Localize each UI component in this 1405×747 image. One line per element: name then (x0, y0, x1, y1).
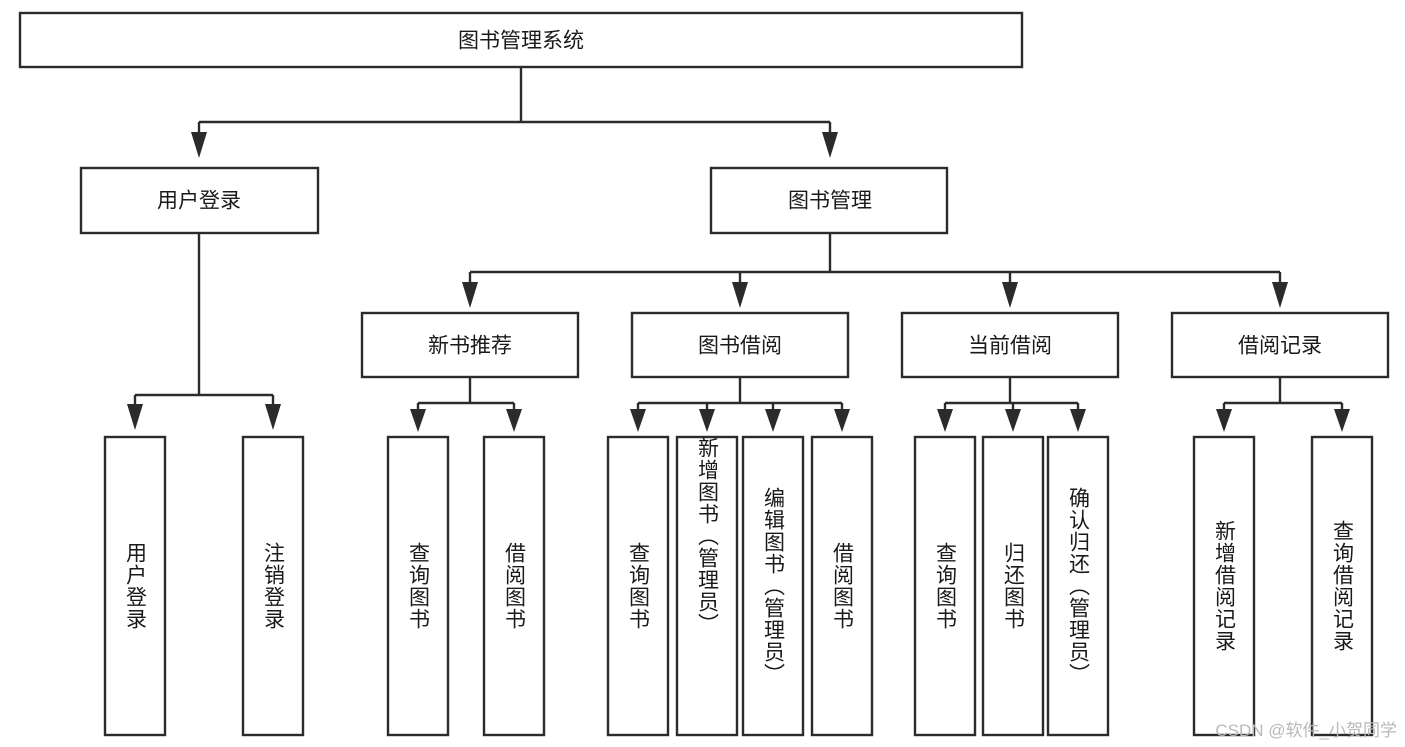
arrow-bb-leaf-1 (630, 409, 646, 432)
node-leaf-user-login-box[interactable] (103, 435, 167, 737)
node-leaf-confirm-return-box[interactable] (1046, 435, 1110, 737)
connector-group-book-management (462, 233, 1288, 308)
node-leaf-query-borrow-record-box[interactable] (1310, 435, 1374, 737)
node-new-book-recommend-box[interactable] (360, 311, 580, 379)
connector-group-borrow-record (1216, 377, 1350, 432)
node-book-management-box[interactable] (709, 166, 949, 235)
arrow-bm-to-borrow-record (1272, 282, 1288, 308)
node-root-label: 图书管理系统 (458, 30, 584, 53)
node-leaf-return-book-box[interactable] (981, 435, 1045, 737)
arrow-root-to-user-login (191, 132, 207, 158)
arrow-bb-leaf-4 (834, 409, 850, 432)
arrow-user-login-leaf-1 (127, 404, 143, 430)
node-leaf-edit-book-box[interactable] (741, 435, 805, 737)
node-book-management-label: 图书管理 (788, 190, 872, 213)
connector-group-book-borrow (630, 377, 850, 432)
arrow-cb-leaf-1 (937, 409, 953, 432)
node-book-borrow-box[interactable] (630, 311, 850, 379)
arrow-cb-leaf-2 (1005, 409, 1021, 432)
arrow-nbr-leaf-2 (506, 409, 522, 432)
arrow-cb-leaf-3 (1070, 409, 1086, 432)
arrow-bm-to-current-borrow (1002, 282, 1018, 308)
node-leaf-query-book-1-box[interactable] (386, 435, 450, 737)
node-borrow-record-label: 借阅记录 (1238, 335, 1322, 358)
node-leaf-borrow-book-1-box[interactable] (482, 435, 546, 737)
node-leaf-query-book-3-box[interactable] (913, 435, 977, 737)
node-leaf-add-borrow-record-box[interactable] (1192, 435, 1256, 737)
csdn-watermark: CSDN @软件_小贺同学 (1215, 721, 1397, 740)
arrow-br-leaf-2 (1334, 409, 1350, 432)
node-leaf-query-book-2-box[interactable] (606, 435, 670, 737)
node-new-book-recommend-label: 新书推荐 (428, 335, 512, 358)
arrow-bb-leaf-3 (765, 409, 781, 432)
node-leaf-borrow-book-2-box[interactable] (810, 435, 874, 737)
arrow-bm-to-new-book-recommend (462, 282, 478, 308)
node-user-login-label: 用户登录 (157, 190, 241, 213)
node-borrow-record-box[interactable] (1170, 311, 1390, 379)
node-current-borrow-label: 当前借阅 (968, 335, 1052, 358)
arrow-nbr-leaf-1 (410, 409, 426, 432)
arrow-bb-leaf-2 (699, 409, 715, 432)
connector-group-user-login (127, 233, 281, 430)
arrow-br-leaf-1 (1216, 409, 1232, 432)
connector-group-new-book-recommend (410, 377, 522, 432)
node-leaf-user-logout-box[interactable] (241, 435, 305, 737)
arrow-user-login-leaf-2 (265, 404, 281, 430)
node-user-login-box[interactable] (79, 166, 320, 235)
arrow-root-to-book-management (822, 132, 838, 158)
node-book-borrow-label: 图书借阅 (698, 335, 782, 358)
connector-group-current-borrow (937, 377, 1086, 432)
arrow-bm-to-book-borrow (732, 282, 748, 308)
connector-group-root (191, 67, 838, 158)
node-current-borrow-box[interactable] (900, 311, 1120, 379)
node-leaf-add-book-box[interactable] (675, 435, 739, 737)
node-root-box[interactable] (18, 11, 1024, 69)
